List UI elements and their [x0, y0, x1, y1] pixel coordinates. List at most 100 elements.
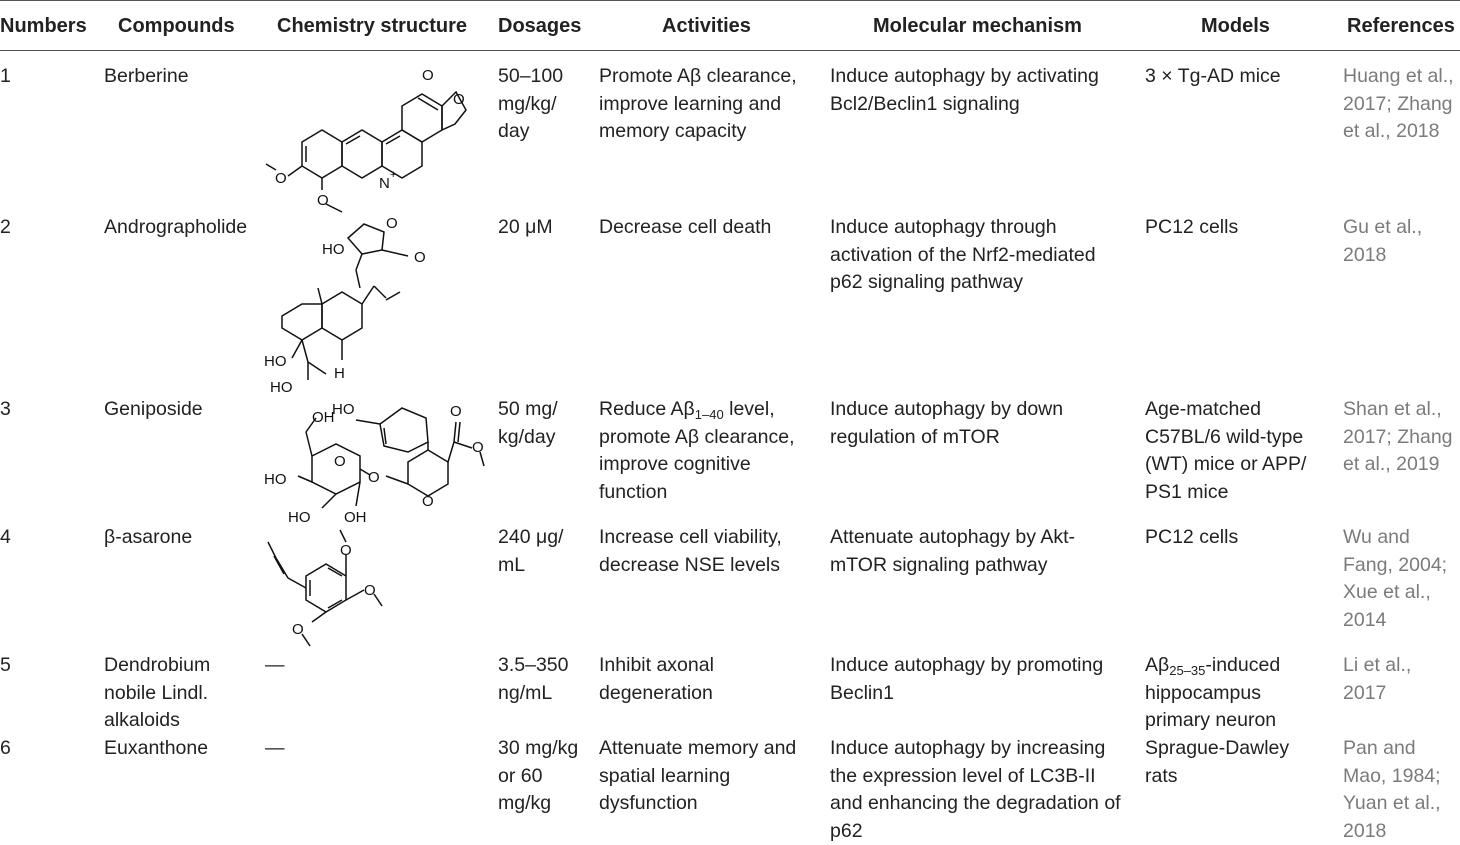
compound-line: alkaloids [104, 707, 210, 735]
subscript: 25–35 [1169, 663, 1205, 678]
structure-placeholder: — [265, 735, 285, 763]
dosage-line: 3.5–350 [498, 652, 569, 680]
berberine-n-label: N [379, 175, 390, 192]
mechanism-line: activation of the Nrf2-mediated [830, 242, 1096, 270]
dosage-line: 30 mg/kg [498, 735, 578, 763]
mechanism-cell: Induce autophagy by promoting Beclin1 [830, 652, 1103, 707]
activities-line: Decrease cell death [599, 214, 771, 242]
dosage-line: mg/kg [498, 790, 578, 818]
asarone-o-label: O [364, 582, 376, 599]
compound-name: Andrographolide [104, 214, 247, 242]
references-cell[interactable]: Wu and Fang, 2004; Xue et al., 2014 [1343, 524, 1447, 634]
dosage-cell: 30 mg/kg or 60 mg/kg [498, 735, 578, 818]
reference-line[interactable]: Pan and [1343, 735, 1441, 763]
models-line: PC12 cells [1145, 214, 1238, 242]
mechanism-line: p62 signaling pathway [830, 269, 1096, 297]
activities-line: Attenuate memory and [599, 735, 796, 763]
references-cell[interactable]: Li et al., 2017 [1343, 652, 1411, 707]
reference-line[interactable]: Huang et al., [1343, 63, 1454, 91]
mechanism-line: Bcl2/Beclin1 signaling [830, 91, 1099, 119]
activities-line: spatial learning [599, 763, 796, 791]
activities-cell: Increase cell viability, decrease NSE le… [599, 524, 782, 579]
geniposide-ho-label: HO [332, 401, 355, 418]
mechanism-cell: Induce autophagy by increasing the expre… [830, 735, 1121, 845]
andrographolide-structure: HO O O HO HO H [262, 216, 442, 398]
compound-name: Berberine [104, 63, 189, 91]
mechanism-line: p62 [830, 818, 1121, 845]
activities-cell: Decrease cell death [599, 214, 771, 242]
header-dosages: Dosages [498, 15, 581, 38]
activities-line: Promote Aβ clearance, [599, 63, 797, 91]
dosage-line: day [498, 118, 563, 146]
dosage-line: or 60 [498, 763, 578, 791]
activities-line: degeneration [599, 680, 714, 708]
mechanism-cell: Induce autophagy by down regulation of m… [830, 396, 1063, 451]
models-cell: Age-matched C57BL/6 wild-type (WT) mice … [1145, 396, 1306, 506]
berberine-o-label: O [275, 170, 287, 187]
references-cell[interactable]: Shan et al., 2017; Zhang et al., 2019 [1343, 396, 1453, 479]
geniposide-structure: OH HO O O HO O O O HO OH [262, 396, 488, 526]
compound-name: Euxanthone [104, 735, 208, 763]
reference-line[interactable]: Gu et al., [1343, 214, 1422, 242]
andrographolide-o-label: O [386, 216, 398, 232]
reference-line[interactable]: Shan et al., [1343, 396, 1453, 424]
geniposide-o-label: O [450, 403, 462, 420]
activities-line: Reduce Aβ1–40 level, [599, 396, 795, 424]
reference-line[interactable]: Yuan et al., [1343, 790, 1441, 818]
models-line: Age-matched [1145, 396, 1306, 424]
mechanism-line: Induce autophagy through [830, 214, 1096, 242]
reference-line[interactable]: 2017 [1343, 680, 1411, 708]
dosage-line: mL [498, 552, 563, 580]
mechanism-cell: Induce autophagy by activating Bcl2/Becl… [830, 63, 1099, 118]
references-cell[interactable]: Pan and Mao, 1984; Yuan et al., 2018 [1343, 735, 1441, 845]
table-header-rule [0, 50, 1460, 51]
dosage-cell: 50–100 mg/kg/ day [498, 63, 563, 146]
compound-name: Dendrobium nobile Lindl. alkaloids [104, 652, 210, 735]
row-number: 2 [0, 214, 11, 242]
reference-line[interactable]: 2018 [1343, 242, 1422, 270]
reference-line[interactable]: et al., 2019 [1343, 451, 1453, 479]
geniposide-o-label: O [472, 439, 484, 456]
dosage-line: ng/mL [498, 680, 569, 708]
reference-line[interactable]: et al., 2018 [1343, 118, 1454, 146]
mechanism-line: Induce autophagy by promoting [830, 652, 1103, 680]
geniposide-ho-label: HO [264, 471, 287, 488]
geniposide-oh-label: OH [344, 509, 367, 526]
reference-line[interactable]: 2017; Zhang [1343, 424, 1453, 452]
references-cell[interactable]: Huang et al., 2017; Zhang et al., 2018 [1343, 63, 1454, 146]
activities-cell: Reduce Aβ1–40 level, promote Aβ clearanc… [599, 396, 795, 506]
reference-line[interactable]: Li et al., [1343, 652, 1411, 680]
reference-line[interactable]: Xue et al., [1343, 579, 1447, 607]
compound-name: Geniposide [104, 396, 203, 424]
row-number: 3 [0, 396, 11, 424]
dosage-cell: 50 mg/ kg/day [498, 396, 558, 451]
row-number: 4 [0, 524, 11, 552]
andrographolide-ho-label: HO [322, 241, 345, 258]
mechanism-cell: Attenuate autophagy by Akt- mTOR signali… [830, 524, 1075, 579]
dosage-line: 50 mg/ [498, 396, 558, 424]
geniposide-o-label: O [368, 469, 380, 486]
activities-line: improve cognitive [599, 451, 795, 479]
activities-line: decrease NSE levels [599, 552, 782, 580]
header-references: References [1347, 15, 1455, 38]
activities-text: level, [724, 398, 775, 420]
reference-line[interactable]: Mao, 1984; [1343, 763, 1441, 791]
reference-line[interactable]: 2018 [1343, 818, 1441, 845]
row-number: 1 [0, 63, 11, 91]
activities-cell: Inhibit axonal degeneration [599, 652, 714, 707]
models-text: Aβ [1145, 654, 1169, 676]
models-cell: Sprague-Dawley rats [1145, 735, 1289, 790]
reference-line[interactable]: 2014 [1343, 607, 1447, 635]
header-mechanism: Molecular mechanism [873, 15, 1082, 38]
mechanism-line: Beclin1 [830, 680, 1103, 708]
models-line: Aβ25–35-induced [1145, 652, 1280, 680]
reference-line[interactable]: Wu and [1343, 524, 1447, 552]
table-top-rule [0, 0, 1460, 1]
mechanism-line: the expression level of LC3B-II [830, 763, 1121, 791]
header-structure: Chemistry structure [277, 15, 467, 38]
reference-line[interactable]: 2017; Zhang [1343, 91, 1454, 119]
asarone-o-label: O [292, 621, 304, 638]
references-cell[interactable]: Gu et al., 2018 [1343, 214, 1422, 269]
dosage-line: 50–100 [498, 63, 563, 91]
reference-line[interactable]: Fang, 2004; [1343, 552, 1447, 580]
